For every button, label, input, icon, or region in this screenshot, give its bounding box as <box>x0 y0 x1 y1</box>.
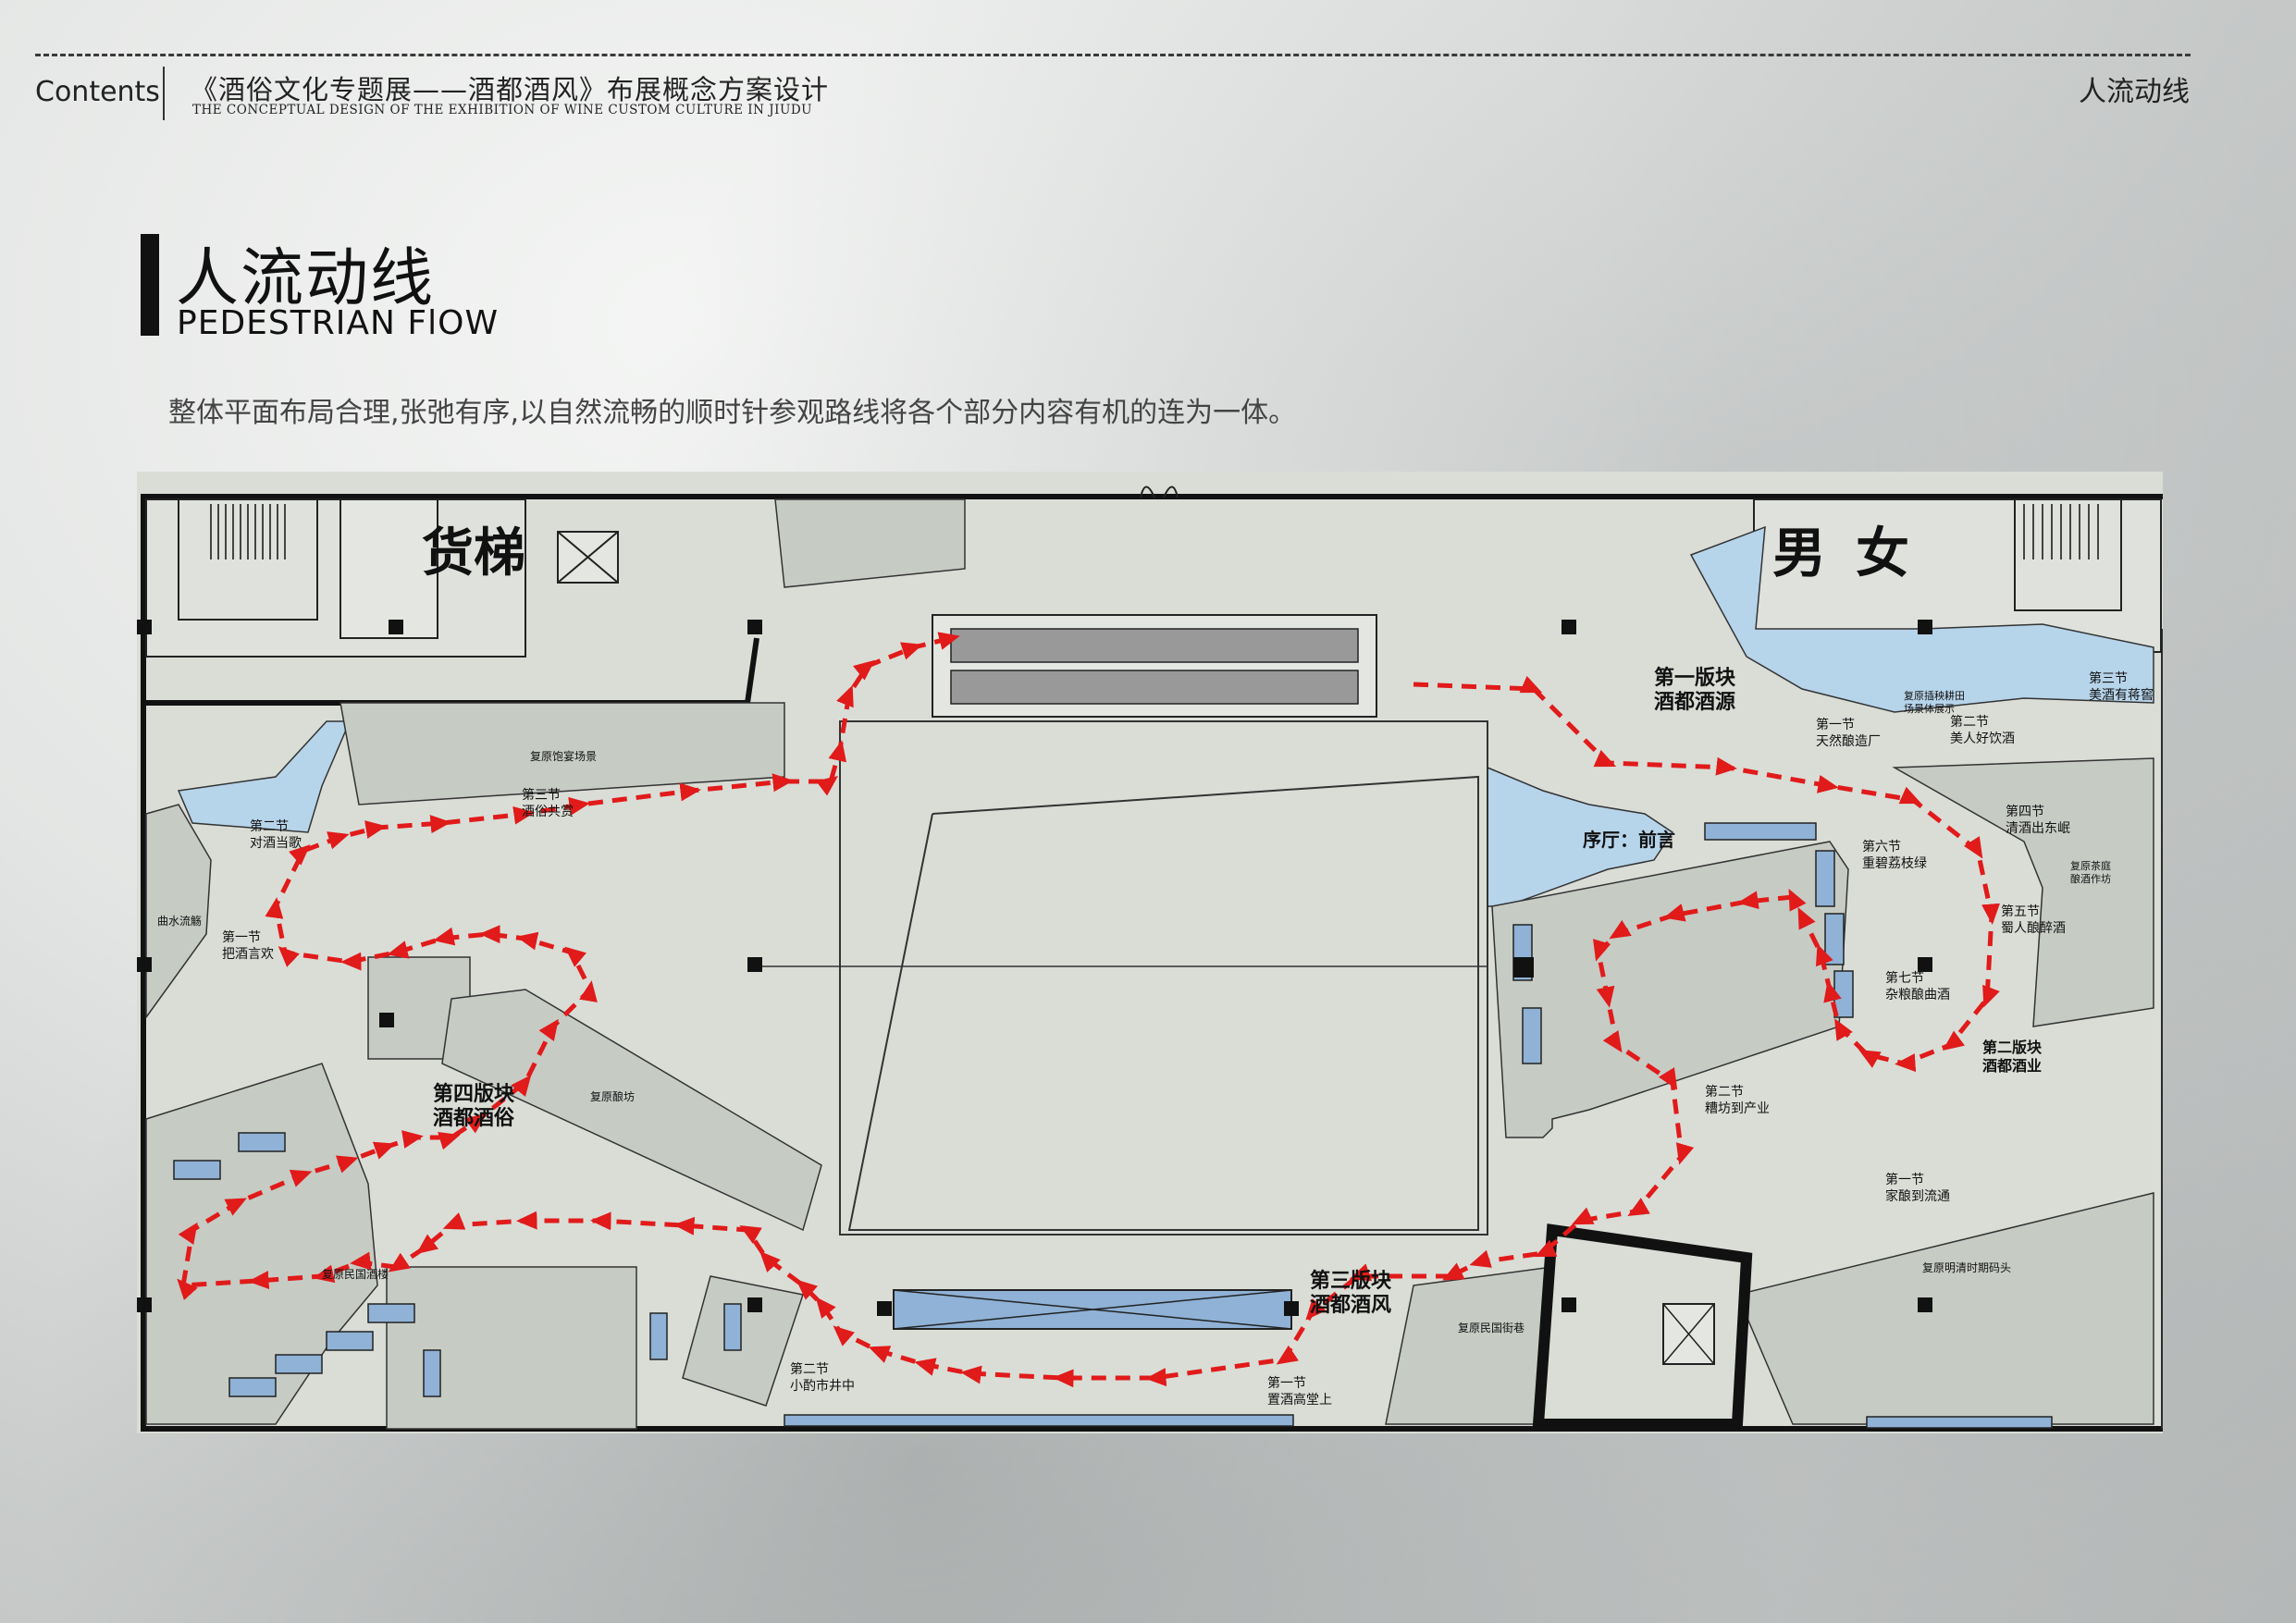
freight-elevator-room <box>339 498 438 639</box>
header-title: 《酒俗文化专题展——酒都酒风》布展概念方案设计 <box>191 74 830 105</box>
s2-node7: 第七节 <box>1885 970 1924 986</box>
stair-right <box>2014 498 2122 611</box>
male-toilet-label: 男 <box>1772 522 1826 584</box>
s1-node3-name: 美酒有蒋窖 <box>2089 687 2154 703</box>
pedestrian-flow-path <box>177 632 2000 1388</box>
s3-scene: 复原民国街巷 <box>1458 1322 1524 1334</box>
s4-node3: 第三节 <box>522 787 561 803</box>
title-accent-bar <box>141 234 159 336</box>
foyer-label: 序厅：前言 <box>1583 829 1675 851</box>
floor-plan-svg: 货梯 男 女 <box>137 472 2163 1433</box>
block-north <box>774 498 966 588</box>
stair-left <box>178 498 318 621</box>
freight-elevator-label: 货梯 <box>422 523 525 584</box>
s4-node3-name: 酒俗共赏 <box>522 805 574 819</box>
entrance-door <box>1140 486 1179 498</box>
page-title: 人流动线 <box>176 242 436 315</box>
s4-scene2: 复原酿坊 <box>590 1089 635 1103</box>
block-tea-house <box>1892 757 2154 1027</box>
page-title-english: PEDESTRIAN FlOW <box>177 304 500 342</box>
s2-scene: 复原明清时期码头 <box>1922 1261 2011 1274</box>
section1-title: 第一版块 <box>1654 666 1736 690</box>
s4-node2-name: 对酒当歌 <box>250 836 302 851</box>
header-subtitle: THE CONCEPTUAL DESIGN OF THE EXHIBITION … <box>192 103 813 117</box>
s2-node7-name: 杂粮酿曲酒 <box>1885 988 1950 1002</box>
header-section-label: 人流动线 <box>2079 76 2190 108</box>
s2-node6-name: 重碧荔枝绿 <box>1862 856 1927 871</box>
s2-node1: 第一节 <box>1885 1172 1924 1187</box>
s1-scene2: 场景体展示 <box>1904 702 1955 715</box>
s4-node2: 第二节 <box>250 818 289 834</box>
s3-node2-name: 小酌市井中 <box>790 1378 855 1394</box>
s2-scene3: 酿酒作坊 <box>2070 872 2111 885</box>
s2-scene2: 复原茶庭 <box>2070 859 2111 872</box>
section2-name: 酒都酒业 <box>1982 1057 2042 1075</box>
s1-scene: 复原插秧耕田 <box>1904 689 1965 702</box>
s1-node1: 第一节 <box>1816 717 1855 732</box>
s3-node1-name: 置酒高堂上 <box>1267 1392 1332 1408</box>
contents-link[interactable]: Contents <box>35 76 160 108</box>
s1-node2: 第二节 <box>1950 714 1989 730</box>
s3-node2: 第二节 <box>790 1361 829 1377</box>
s1-node1-name: 天然酿造厂 <box>1816 733 1881 749</box>
s1-node2-name: 美人好饮酒 <box>1950 732 2015 746</box>
section3-name: 酒都酒风 <box>1310 1293 1391 1317</box>
block-dock <box>1735 1192 2154 1425</box>
header-separator <box>163 67 165 120</box>
s4-scene3: 复原民国酒楼 <box>322 1267 389 1281</box>
section3-title: 第三版块 <box>1310 1269 1392 1293</box>
stair-left-treads <box>210 504 286 559</box>
east-wall <box>2161 629 2163 1429</box>
s2-node6: 第六节 <box>1862 839 1901 855</box>
stair-right-treads <box>2023 504 2099 559</box>
s2-node5-name: 蜀人酿醉酒 <box>2001 921 2066 936</box>
elevator-core-south <box>1532 1223 1753 1430</box>
s2-node1-name: 家酿到流通 <box>1885 1188 1950 1204</box>
s4-node1-name: 把酒言欢 <box>222 947 274 962</box>
s4-node1: 第一节 <box>222 929 261 945</box>
s1-node3: 第三节 <box>2089 670 2128 686</box>
central-hall <box>839 720 1488 1236</box>
section2-title: 第二版块 <box>1982 1039 2043 1056</box>
s3-node1: 第一节 <box>1267 1375 1306 1391</box>
s2-node2-name: 糟坊到产业 <box>1705 1101 1770 1116</box>
s2-node4: 第四节 <box>2006 804 2044 819</box>
s2-node2: 第二节 <box>1705 1084 1744 1100</box>
s2-node5: 第五节 <box>2001 904 2040 919</box>
section4-name: 酒都酒俗 <box>433 1106 515 1130</box>
header-dashed-rule <box>35 54 2191 56</box>
s2-node4-name: 清酒出东岷 <box>2006 821 2070 836</box>
section1-name: 酒都酒源 <box>1654 690 1735 714</box>
s4-scene4: 曲水流觞 <box>157 915 202 928</box>
toilet-block <box>1753 498 2162 653</box>
page-description: 整体平面布局合理,张弛有序,以自然流畅的顺时针参观路线将各个部分内容有机的连为一… <box>168 397 1297 429</box>
floor-plan: 货梯 男 女 <box>137 472 2163 1433</box>
service-block <box>145 498 526 658</box>
section4-title: 第四版块 <box>433 1082 515 1106</box>
block-southwest <box>386 1266 637 1430</box>
s4-scene1: 复原饱宴场景 <box>530 749 597 763</box>
female-toilet-label: 女 <box>1856 522 1909 584</box>
